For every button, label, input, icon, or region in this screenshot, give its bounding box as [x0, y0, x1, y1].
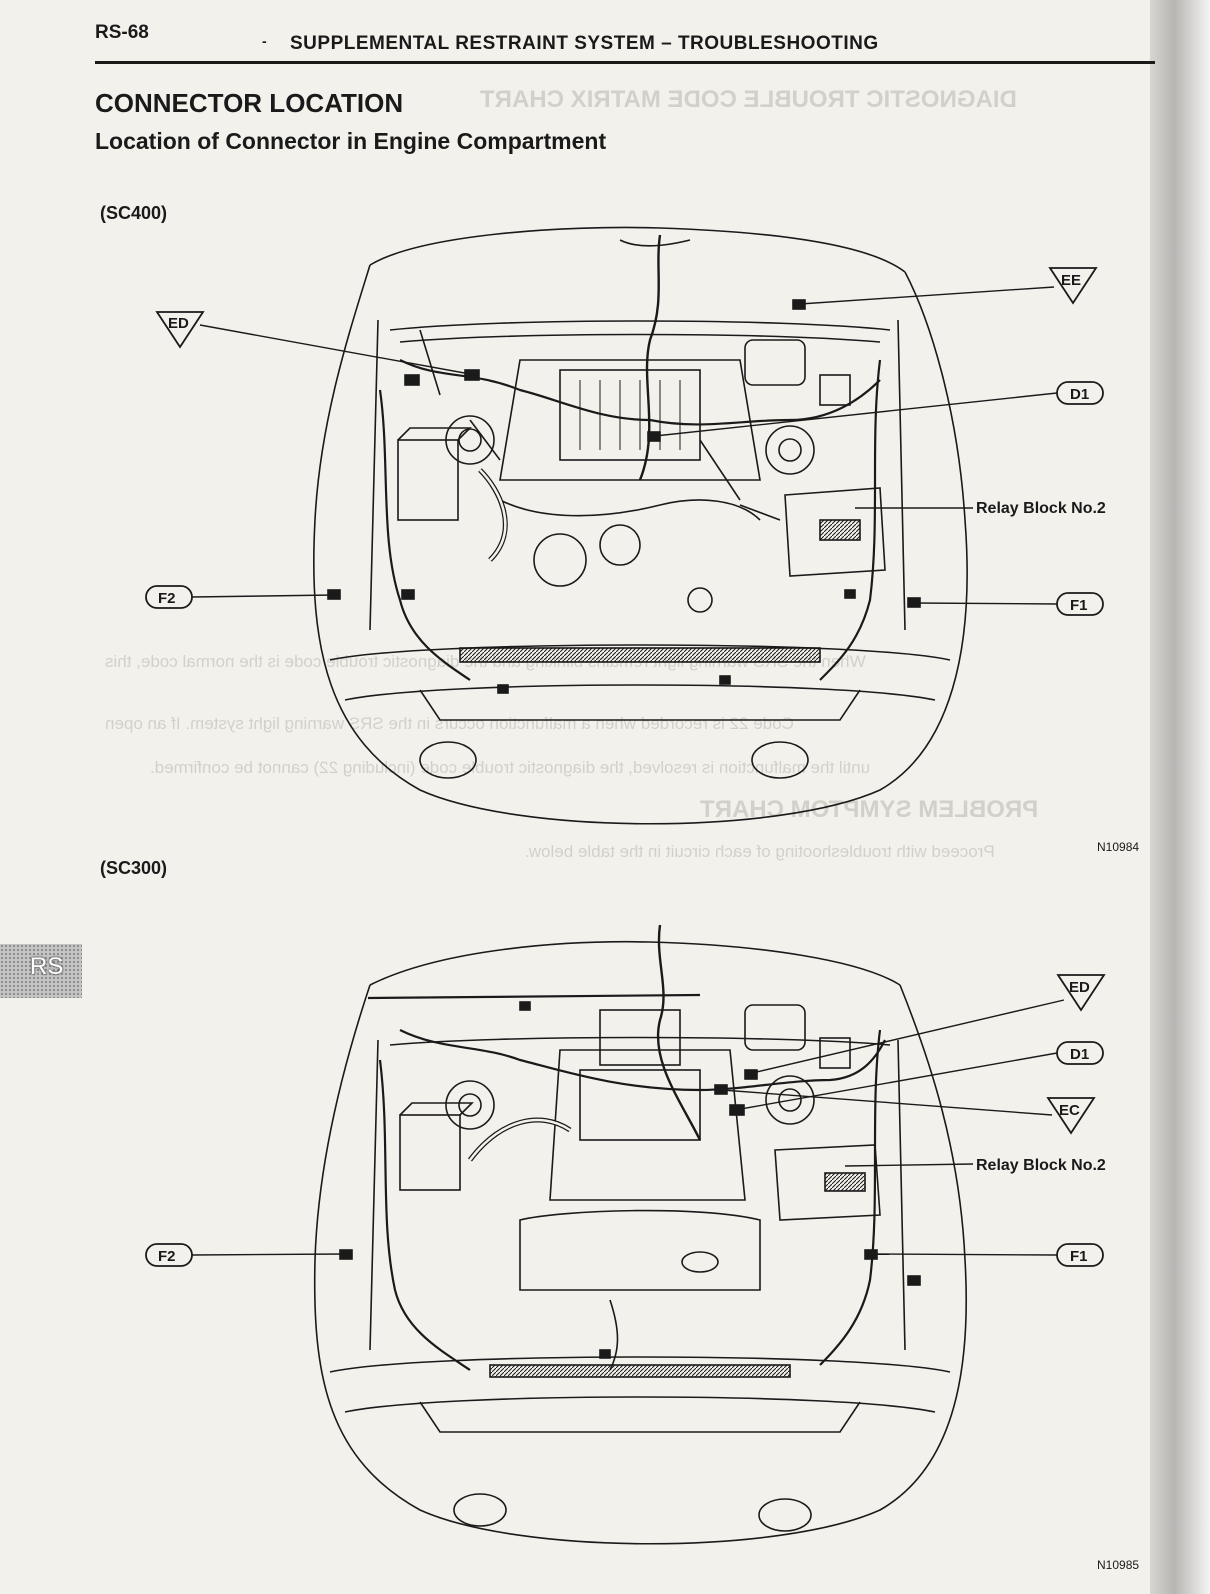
f1-label: F1	[1070, 597, 1088, 614]
page-edge-shadow	[1150, 0, 1210, 1594]
section-subtitle: Location of Connector in Engine Compartm…	[95, 128, 607, 154]
sc300-callout-f1: F1	[870, 1243, 1104, 1267]
sc300-callout-relay-block: Relay Block No.2	[844, 1157, 1106, 1174]
ed-label: ED	[1069, 979, 1090, 996]
sc300-callout-ec: EC	[721, 1089, 1096, 1135]
relay-block-label: Relay Block No.2	[976, 1157, 1106, 1174]
sc400-callout-relay-block: Relay Block No.2	[855, 500, 1106, 517]
ec-label: EC	[1059, 1102, 1080, 1119]
f2-label: F2	[158, 590, 176, 607]
ed-label: ED	[168, 315, 189, 332]
running-head: SUPPLEMENTAL RESTRAINT SYSTEM – TROUBLES…	[290, 33, 879, 54]
sc400-callout-ed: ED	[155, 311, 471, 375]
f2-label: F2	[158, 1248, 176, 1265]
section-side-tab: RS	[0, 944, 82, 998]
sc400-engine-drawing	[312, 226, 968, 825]
sc400-callout-f1: F1	[913, 592, 1104, 616]
sc300-callout-d1: D1	[734, 1041, 1104, 1111]
sc400-callout-f2: F2	[145, 585, 335, 609]
sc400-callout-d1: D1	[654, 381, 1104, 437]
page-number: RS-68	[95, 22, 149, 43]
sc400-model-label: (SC400)	[100, 203, 168, 223]
section-title: CONNECTOR LOCATION	[95, 88, 404, 118]
relay-block-label: Relay Block No.2	[976, 500, 1106, 517]
ee-label: EE	[1061, 272, 1081, 289]
header-rule	[95, 61, 1155, 64]
sc300-engine-drawing	[313, 924, 968, 1545]
sc300-callout-f2: F2	[145, 1243, 347, 1267]
manual-page	[0, 0, 1165, 1594]
sc300-callout-ed: ED	[747, 974, 1106, 1075]
sc400-figure-code: N10984	[1097, 840, 1140, 854]
sc300-figure-code: N10985	[1097, 1558, 1140, 1572]
d1-label: D1	[1070, 386, 1089, 403]
f1-label: F1	[1070, 1248, 1088, 1265]
side-tab-label: RS	[30, 953, 64, 980]
d1-label: D1	[1070, 1046, 1089, 1063]
sc300-model-label: (SC300)	[100, 858, 168, 878]
head-mark: -	[262, 33, 267, 49]
sc400-callout-ee: EE	[799, 267, 1098, 305]
